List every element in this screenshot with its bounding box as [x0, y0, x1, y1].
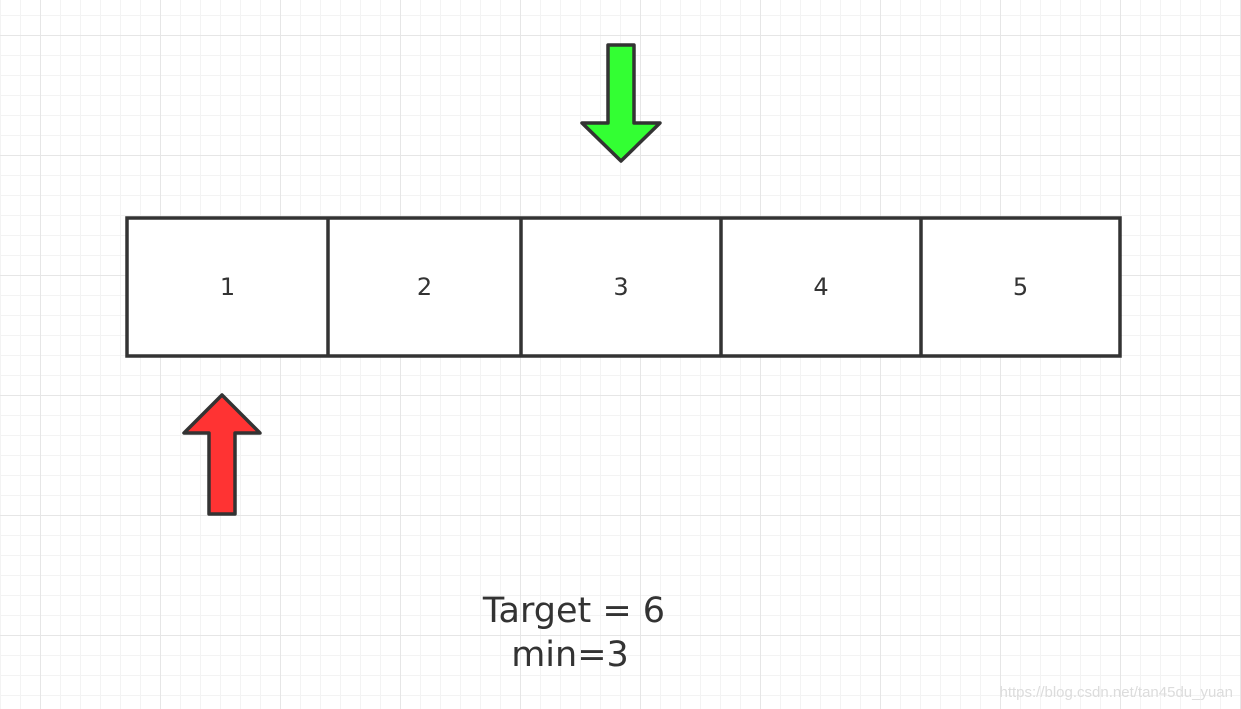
watermark-text: https://blog.csdn.net/tan45du_yuan: [999, 684, 1233, 701]
down-arrow-green: [580, 43, 662, 163]
target-label: Target = 6: [482, 591, 666, 631]
array-frame: [125, 216, 1122, 358]
array-cell-4: 4: [813, 273, 829, 301]
array-cell-5: 5: [1012, 273, 1029, 301]
up-arrow-red-shape: [182, 393, 262, 516]
array-cell-2: 2: [416, 273, 433, 301]
array-cell-1: 1: [219, 273, 236, 301]
min-label: min=3: [511, 635, 629, 675]
array-row: 1 2 3 4 5: [125, 216, 1122, 358]
down-arrow-green-shape: [580, 43, 662, 163]
array-cell-3: 3: [613, 273, 629, 301]
up-arrow-red: [182, 393, 262, 516]
